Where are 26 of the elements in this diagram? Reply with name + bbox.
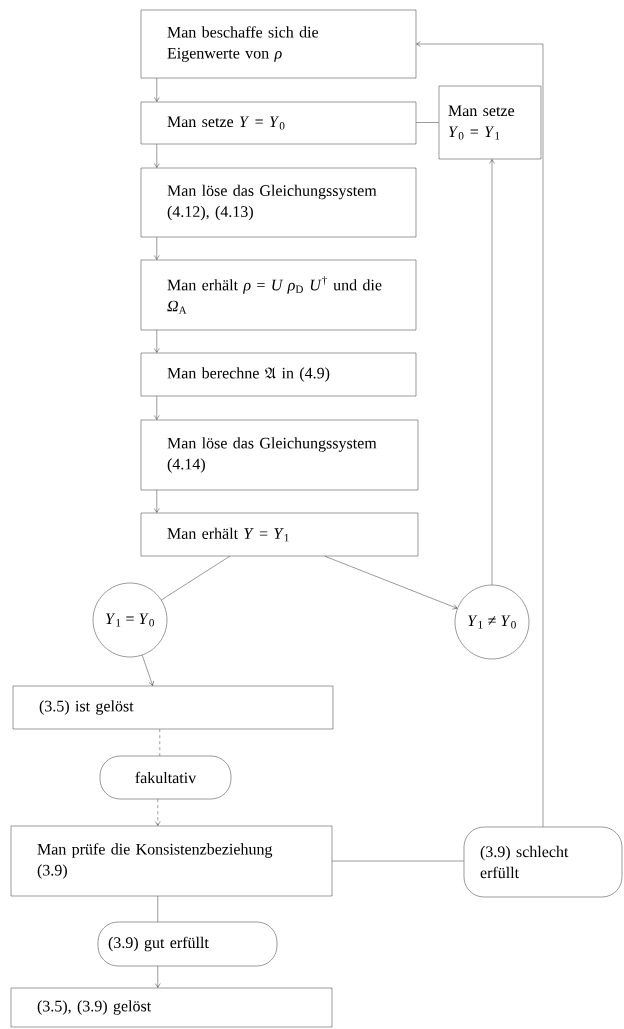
arrow <box>489 159 495 585</box>
arrow <box>154 396 160 420</box>
arrow <box>154 78 160 102</box>
process-box: Man setze Y$_{0}$ = Y$_{1}$ <box>438 85 542 160</box>
process-box: Man beschaffe sich die Eigenwerte von ρ <box>140 9 417 79</box>
arrow <box>155 799 161 826</box>
arrow <box>154 490 160 513</box>
arrow <box>154 330 160 353</box>
arrow <box>416 41 544 827</box>
process-box: $\text{Man berechne }\mathfrak{A}\text{ in (4.9)}$ <box>140 352 417 397</box>
process-box: Man löse das Gleichungssystem (4.14) <box>140 419 419 491</box>
arrow <box>155 966 161 988</box>
rounded-box: (3.9) schlecht erfüllt <box>463 826 623 898</box>
process-box: (3.5) ist gelöst <box>12 685 334 730</box>
arrow <box>154 144 160 168</box>
arrow <box>324 556 458 610</box>
process-box: Man erhält ρ = U ρ$_{D}$ U$^{†}$ und die Ω$_{A}$ <box>140 259 417 331</box>
process-box: Man erhält Y = Y$_{1}$ <box>140 512 419 557</box>
process-box: Man prüfe die Konsistenzbeziehung (3.9) <box>10 825 333 897</box>
rounded-box: fakultativ <box>99 755 232 800</box>
arrow <box>142 654 154 686</box>
rounded-box: (3.9) gut erfüllt <box>97 921 278 967</box>
process-box: Man setze Y = Y$_{0}$ <box>140 101 417 145</box>
arrow <box>154 237 160 260</box>
process-box: (3.5), (3.9) gelöst <box>10 987 333 1028</box>
process-box: Man löse das Gleichungssystem (4.12), (4.13) <box>140 167 417 238</box>
